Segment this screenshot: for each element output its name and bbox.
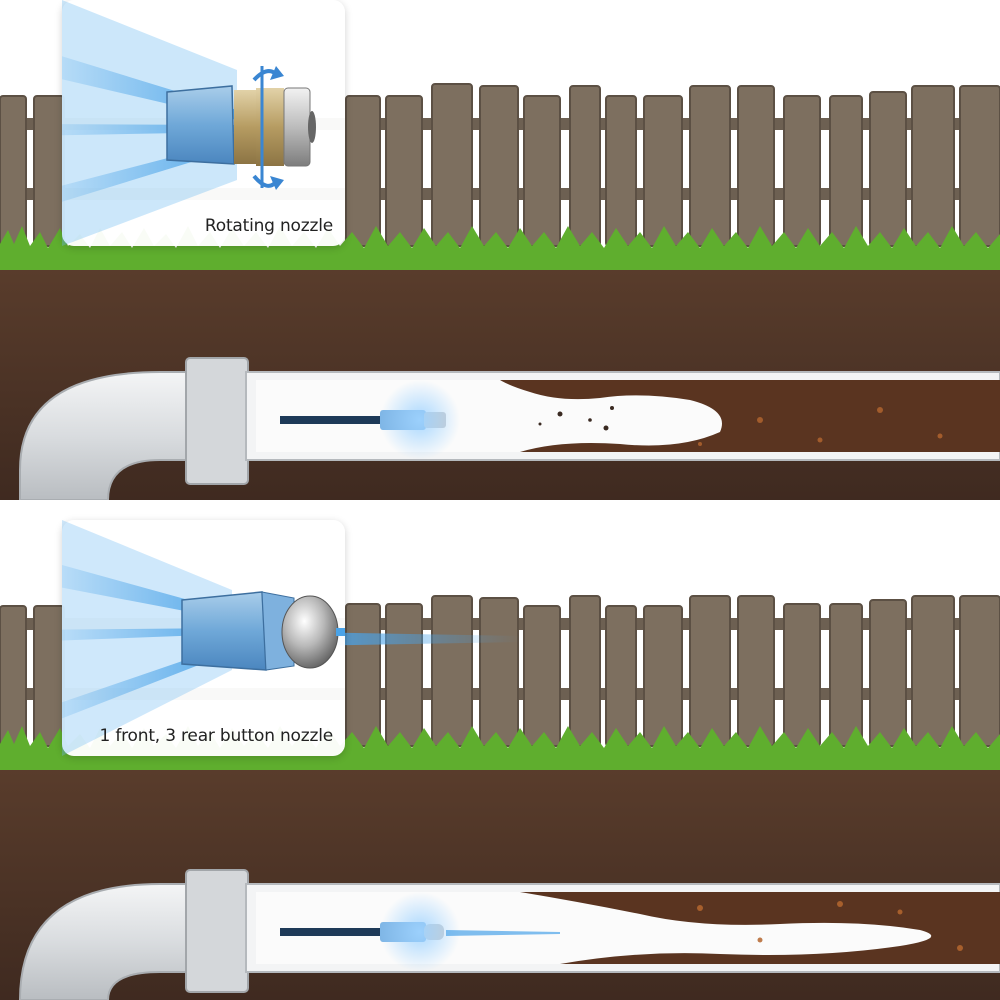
wooden-fence (0, 83, 1000, 247)
sewer-scene-illustration (0, 595, 1000, 1000)
grass-strip (0, 726, 1000, 770)
grass-strip (0, 226, 1000, 270)
sewer-pipe (19, 357, 1000, 500)
sludge-blockage (520, 892, 1000, 964)
nozzle-glow (380, 380, 460, 460)
button-nozzle-icon (62, 520, 345, 756)
nozzle-inset-card: 1 front, 3 rear button nozzle (62, 520, 345, 756)
rotating-nozzle-icon (62, 0, 316, 246)
nozzle-caption: 1 front, 3 rear button nozzle (99, 726, 334, 746)
nozzle-inset-card: Rotating nozzle (62, 0, 345, 246)
sewer-scene-illustration (0, 83, 1000, 500)
nozzle-glow (380, 892, 460, 972)
sewer-pipe (18, 869, 1000, 1000)
panel-rotating-nozzle: Rotating nozzle (0, 0, 1000, 500)
panel-button-nozzle: 1 front, 3 rear button nozzle (0, 500, 1000, 1000)
nozzle-caption: Rotating nozzle (204, 216, 333, 236)
spray-jet-icon (300, 632, 520, 646)
sludge-blockage (500, 380, 1000, 452)
